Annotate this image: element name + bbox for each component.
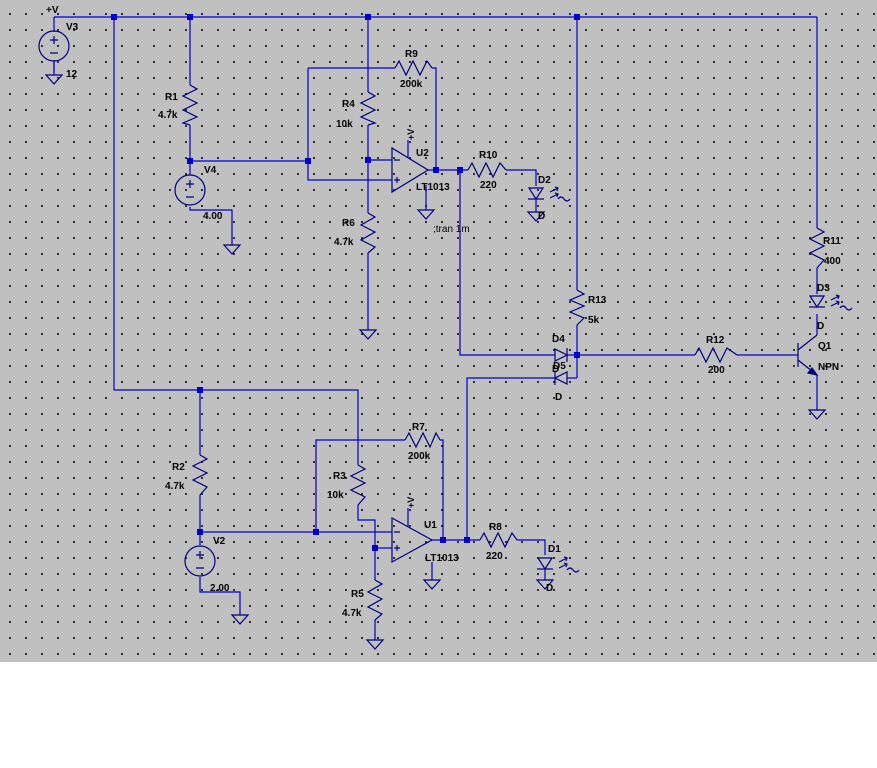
resistor-r3[interactable]: [349, 464, 367, 506]
v4-name: V4: [204, 165, 217, 176]
resistor-r6[interactable]: [359, 212, 377, 254]
r12-value: 200: [708, 365, 725, 376]
v3-value: 12: [66, 69, 78, 80]
r9-value: 200k: [400, 79, 423, 90]
d5-model: D: [555, 392, 562, 403]
r2-name: R2: [172, 462, 185, 473]
r10-name: R10: [479, 150, 498, 161]
r7-name: R7: [412, 422, 425, 433]
d1-model: D: [546, 583, 553, 594]
q1-model: NPN: [818, 362, 839, 373]
ground-icon: [807, 409, 827, 420]
u1-supply: +V: [406, 497, 416, 508]
d4-model: D: [552, 364, 559, 375]
ground-icon: [230, 614, 250, 625]
resistor-r5[interactable]: [366, 579, 384, 621]
opamp-u2[interactable]: [391, 140, 430, 194]
labels: +V V3 12 V4 4.00 V2 2.00 R1 4.7k R2 4.7k…: [46, 5, 841, 619]
resistor-r11[interactable]: [808, 227, 826, 269]
u1-name: U1: [424, 520, 437, 531]
r8-value: 220: [486, 551, 503, 562]
v2-name: V2: [213, 536, 226, 547]
junction-dots: [111, 14, 580, 551]
ground-icon: [44, 74, 64, 85]
voltage-source-v4[interactable]: [174, 174, 206, 206]
u2-supply: +V: [406, 129, 416, 140]
r1-value: 4.7k: [158, 110, 178, 121]
r2-value: 4.7k: [165, 481, 185, 492]
d4-name: D4: [552, 334, 565, 345]
d5-name: D5: [553, 361, 566, 372]
resistor-r7[interactable]: [404, 431, 441, 449]
resistor-r13[interactable]: [568, 289, 586, 326]
d3-name: D3: [817, 283, 830, 294]
v4-value: 4.00: [203, 211, 223, 222]
r3-name: R3: [333, 471, 346, 482]
u2-name: U2: [416, 148, 429, 159]
r8-name: R8: [489, 522, 502, 533]
resistor-r9[interactable]: [394, 59, 433, 77]
spice-directive: ;tran 1m: [433, 224, 470, 235]
u1-model: LT1013: [425, 553, 459, 564]
diode-d4[interactable]: [554, 348, 570, 362]
voltage-source-v2[interactable]: [184, 545, 216, 577]
r6-value: 4.7k: [334, 237, 354, 248]
r11-name: R11: [823, 236, 841, 247]
d2-model: D: [538, 211, 545, 222]
schematic-canvas[interactable]: +V V3 12 V4 4.00 V2 2.00 R1 4.7k R2 4.7k…: [0, 0, 877, 662]
q1-name: Q1: [818, 341, 832, 352]
r4-name: R4: [342, 99, 355, 110]
r10-value: 220: [480, 180, 497, 191]
r1-name: R1: [165, 92, 178, 103]
d3-model: D: [817, 321, 824, 332]
r11-value: 400: [824, 256, 841, 267]
ground-icon: [358, 329, 378, 340]
ground-icon: [416, 209, 436, 220]
voltage-source-v3[interactable]: [38, 30, 70, 75]
r5-value: 4.7k: [342, 608, 362, 619]
resistor-r2[interactable]: [191, 454, 209, 496]
r5-name: R5: [351, 589, 364, 600]
resistor-r8[interactable]: [479, 531, 518, 549]
ground-icon: [222, 244, 242, 255]
u2-model: LT1013: [416, 182, 450, 193]
led-d3[interactable]: [808, 294, 853, 311]
supply-label: +V: [46, 5, 59, 16]
circuit-schematic: +V V3 12 V4 4.00 V2 2.00 R1 4.7k R2 4.7k…: [38, 5, 853, 650]
d1-name: D1: [548, 544, 561, 555]
v3-name: V3: [66, 22, 79, 33]
resistor-r10[interactable]: [467, 161, 507, 179]
ground-icon: [365, 639, 385, 650]
blank-area: [0, 662, 877, 768]
led-d1[interactable]: [536, 556, 580, 580]
resistor-r12[interactable]: [694, 346, 738, 364]
resistor-r4[interactable]: [359, 91, 377, 126]
ground-icon: [422, 579, 442, 590]
diode-d5[interactable]: [553, 371, 577, 385]
d2-name: D2: [538, 175, 551, 186]
opamp-u1[interactable]: [391, 508, 434, 564]
r6-name: R6: [342, 218, 355, 229]
r7-value: 200k: [408, 451, 431, 462]
r9-name: R9: [405, 49, 418, 60]
v2-value: 2.00: [210, 583, 230, 594]
transistor-q1[interactable]: [797, 334, 819, 376]
r4-value: 10k: [336, 119, 353, 130]
wires: [53, 16, 818, 640]
r13-name: R13: [588, 295, 607, 306]
resistor-r1[interactable]: [181, 84, 199, 126]
r13-value: 5k: [588, 315, 600, 326]
led-d2[interactable]: [527, 186, 571, 212]
r3-value: 10k: [327, 490, 344, 501]
r12-name: R12: [706, 335, 725, 346]
